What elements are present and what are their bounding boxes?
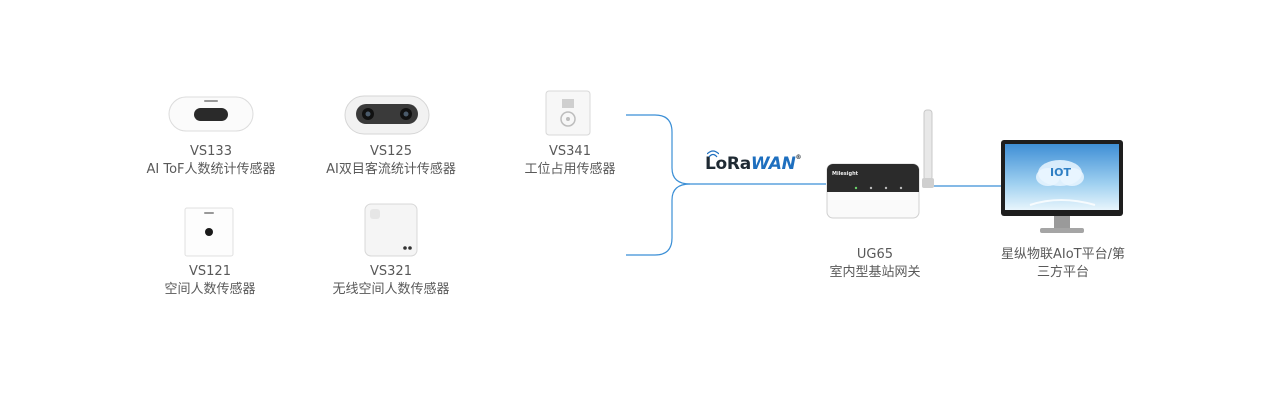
ug65-gateway-image: Milesight [826, 108, 938, 220]
vs133-name: AI ToF人数统计传感器 [146, 162, 276, 177]
platform-line2: 三方平台 [1036, 265, 1089, 280]
vs121-label: VS121 空间人数传感器 [140, 263, 280, 299]
vs341-device-image [545, 90, 591, 136]
gateway-brand: Milesight [832, 171, 859, 177]
lorawan-logo: LoRaWAN® [705, 150, 802, 174]
platform-monitor-image: IOT [1000, 139, 1124, 239]
platform-line1: 星纵物联AIoT平台/第 [1000, 247, 1125, 262]
vs341-label: VS341 工位占用传感器 [500, 143, 640, 179]
vs121-name: 空间人数传感器 [164, 282, 256, 297]
vs341-model: VS341 [549, 144, 591, 159]
wan-text: WAN [750, 154, 796, 174]
vs125-device-image [344, 95, 430, 135]
vs133-model: VS133 [190, 144, 232, 159]
registered-mark: ® [795, 154, 802, 161]
screen-iot-text: IOT [1050, 166, 1071, 179]
vs321-model: VS321 [370, 264, 412, 279]
signal-waves-icon [707, 150, 719, 158]
vs121-model: VS121 [189, 264, 231, 279]
vs125-model: VS125 [370, 144, 412, 159]
vs125-label: VS125 AI双目客流统计传感器 [310, 143, 472, 179]
vs125-name: AI双目客流统计传感器 [326, 162, 456, 177]
vs321-label: VS321 无线空间人数传感器 [316, 263, 466, 299]
connector-bottom-branch [626, 183, 691, 256]
vs341-name: 工位占用传感器 [524, 162, 616, 177]
ug65-model: UG65 [856, 247, 894, 262]
platform-label: 星纵物联AIoT平台/第 三方平台 [985, 246, 1141, 282]
vs133-device-image [168, 96, 254, 132]
connector-top-branch [626, 114, 691, 185]
ug65-label: UG65 室内型基站网关 [800, 246, 950, 282]
vs321-device-image [364, 203, 418, 257]
vs321-name: 无线空间人数传感器 [332, 282, 450, 297]
vs121-device-image [184, 207, 234, 257]
ug65-name: 室内型基站网关 [829, 265, 921, 280]
vs133-label: VS133 AI ToF人数统计传感器 [130, 143, 292, 179]
lora-text: LoRa [705, 154, 751, 174]
